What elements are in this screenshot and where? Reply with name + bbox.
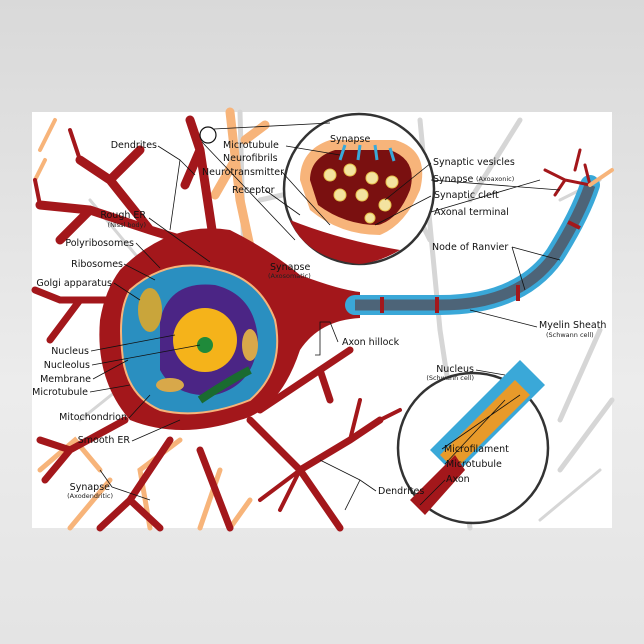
labels: Dendrites Microtubule Neurofibrils Neuro… [32,134,606,500]
label-golgi: Golgi apparatus [36,278,112,289]
label-synapse-axoaxonic-sub: (Axoaxonic) [476,175,514,183]
label-membrane: Membrane [40,374,91,385]
label-synapse-axoaxonic: Synapse [433,174,473,185]
label-microtubule-left: Microtubule [32,387,88,398]
label-synaptic-cleft: Synaptic cleft [434,190,499,201]
axon [345,148,614,315]
golgi-shape [138,288,162,332]
label-nucleus-schwann-sub: (Schwann cell) [426,374,474,382]
label-synapse-axosomatic-sub: (Axosomatic) [268,272,311,280]
label-synapse-inset: Synapse [330,134,370,145]
nucleolus-shape [197,337,213,353]
label-dendrites-top: Dendrites [111,140,157,151]
label-polyribosomes: Polyribosomes [65,238,134,249]
label-neurotransmitter: Neurotransmitter [202,167,284,178]
label-nucleus-schwann: Nucleus [436,364,474,375]
label-rough-er: Rough ER [100,210,146,221]
label-myelin-sheath-sub: (Schwann cell) [546,331,594,339]
label-ribosomes: Ribosomes [71,259,123,270]
label-microtubule-top: Microtubule [223,140,279,151]
label-synapse-axosomatic: Synapse [270,262,310,273]
mitochondrion-shape [242,329,258,361]
presynaptic-axons [33,107,270,531]
label-myelin-sheath: Myelin Sheath [539,320,606,331]
label-axonal-terminal: Axonal terminal [434,207,509,218]
label-receptor: Receptor [232,185,275,196]
synapse-inset [282,112,436,266]
label-mitochondrion: Mitochondrion [59,412,127,423]
label-synapse-axodendritic-sub: (Axodendritic) [67,492,113,500]
leader-lines [89,145,561,511]
label-neurofibrils: Neurofibrils [223,153,278,164]
label-microtubule-inset: Microtubule [446,459,502,470]
label-axon: Axon [446,474,470,485]
label-node-of-ranvier: Node of Ranvier [432,242,508,253]
label-dendrites-bottom: Dendrites [378,486,424,497]
label-axon-hillock: Axon hillock [342,337,400,348]
zoom-marker [199,126,217,144]
label-microfilament: Microfilament [444,444,509,455]
label-smooth-er: Smooth ER [78,435,131,446]
label-nucleolus: Nucleolus [44,360,90,371]
smooth-er-shape [197,366,252,404]
label-nucleus: Nucleus [51,346,89,357]
label-synapse-axodendritic: Synapse [70,482,110,493]
mitochondrion-shape-2 [156,378,184,392]
label-synaptic-vesicles: Synaptic vesicles [433,157,515,168]
label-rough-er-sub: (Nissl body) [108,221,146,229]
